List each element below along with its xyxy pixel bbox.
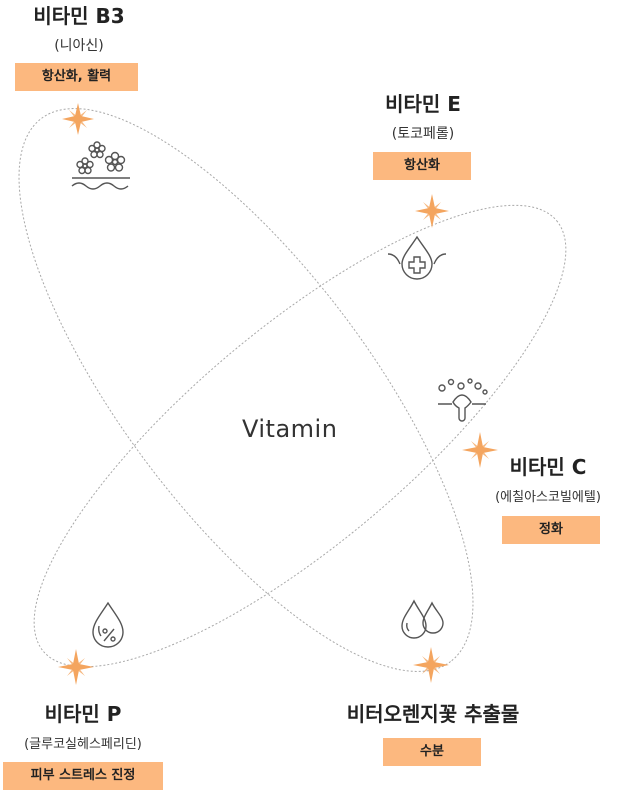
vitamin-p-label: 비타민 P (글루코실헤스페리딘) xyxy=(0,698,166,752)
bitter-orange-name: 비터오렌지꽃 추출물 xyxy=(346,702,520,726)
vitamin-b3-badge: 항산화, 활력 xyxy=(15,63,138,91)
orbit-ellipse-2 xyxy=(33,204,567,668)
sparkle-icon xyxy=(58,649,94,685)
sparkle-icon xyxy=(413,647,449,683)
flower-wave-icon xyxy=(71,141,130,190)
vitamin-e-badge: 항산화 xyxy=(373,152,471,180)
vitamin-c-label: 비타민 C (에칠아스코빌에텔) xyxy=(472,451,624,505)
vitamin-b3-subtitle: (니아신) xyxy=(54,38,104,54)
sparkle-icon xyxy=(62,103,94,135)
vitamin-b3-name: 비타민 B3 xyxy=(33,4,125,28)
center-label: Vitamin xyxy=(242,415,338,443)
vitamin-e-name: 비타민 E xyxy=(385,92,461,116)
vitamin-c-subtitle: (에칠아스코빌에텔) xyxy=(495,490,601,505)
orbit-ellipse-1 xyxy=(18,108,474,672)
drop-cross-icon xyxy=(387,235,447,280)
vitamin-p-subtitle: (글루코실헤스페리딘) xyxy=(24,737,142,752)
vitamin-p-badge: 피부 스트레스 진정 xyxy=(3,762,163,790)
double-drop-icon xyxy=(401,599,444,639)
vitamin-e-label: 비타민 E (토코페롤) xyxy=(353,88,493,143)
vitamin-c-name: 비타민 C xyxy=(509,455,587,479)
sparkle-icon xyxy=(462,432,498,468)
vitamin-c-badge: 정화 xyxy=(502,516,600,544)
drop-percent-icon xyxy=(92,601,124,648)
vitamin-p-name: 비타민 P xyxy=(44,702,122,726)
sparkle-icon xyxy=(415,194,449,228)
bitter-orange-badge: 수분 xyxy=(383,738,481,766)
vitamin-e-subtitle: (토코페롤) xyxy=(391,126,455,142)
vitamin-b3-label: 비타민 B3 (니아신) xyxy=(2,0,156,55)
bubbles-drop-icon xyxy=(438,378,488,422)
bitter-orange-label: 비터오렌지꽃 추출물 xyxy=(322,698,544,727)
